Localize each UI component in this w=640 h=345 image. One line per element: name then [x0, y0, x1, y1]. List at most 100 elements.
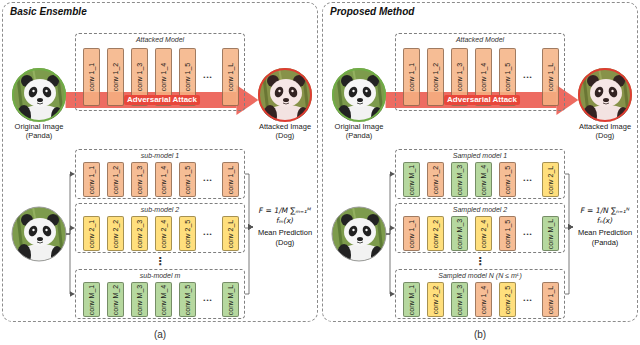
layer-name: conv 2_2: [432, 285, 440, 313]
conv-layer: conv 1_3: [131, 48, 148, 106]
conv-layer: conv 1_2: [107, 48, 124, 106]
noise-tint: [579, 69, 631, 121]
layer-name: conv 1_3: [456, 63, 464, 91]
layer-name: conv 1_5: [504, 165, 512, 193]
model-name: Sampled model 2: [396, 204, 564, 214]
formula-text: F = 1/N ∑ₙ₌₁ᴺ fₙ(x): [573, 206, 637, 226]
prediction-label: Mean Prediction (Panda): [573, 228, 637, 248]
layer-name: conv 1_1: [88, 63, 96, 91]
model-box: sub-model mconv M_1conv M_2conv M_3conv …: [75, 269, 245, 319]
conv-layer: conv 2_4: [475, 216, 492, 251]
panel-frame: Proposed MethodOriginal Image (Panda)Att…: [322, 2, 638, 322]
panda-image: [12, 207, 66, 272]
model-name: Sampled model 1: [396, 150, 564, 160]
conv-layer: conv 1_4: [475, 48, 492, 106]
model-box: Attacked Modelconv 1_1conv 1_2conv 1_3co…: [75, 33, 245, 111]
layer-name: conv 1_2: [432, 165, 440, 193]
panel-frame: Basic EnsembleOriginal Image (Panda)Atta…: [2, 2, 318, 322]
input-arrow: [386, 174, 395, 234]
input-arrow: [66, 228, 75, 234]
image-frame: [332, 207, 386, 261]
formula-block: F = 1/N ∑ₙ₌₁ᴺ fₙ(x)Mean Prediction (Pand…: [573, 206, 637, 248]
image-caption: Original Image (Panda): [6, 122, 72, 140]
conv-layer: conv 1_4: [155, 48, 172, 106]
conv-layer: conv M_3: [451, 282, 468, 317]
panel-caption: (b): [474, 329, 486, 340]
conv-layer: conv 1_3: [451, 48, 468, 106]
input-arrow: [386, 228, 395, 234]
conv-layer: conv 1_2: [427, 48, 444, 106]
conv-layer: conv 2_5: [179, 216, 196, 251]
conv-layer: conv 1_2: [107, 162, 124, 197]
conv-layer: conv 2_4: [155, 216, 172, 251]
ellipsis-mark: •••: [523, 74, 532, 80]
model-name: Attacked Model: [396, 34, 564, 44]
conv-layer: conv 2_L: [222, 216, 239, 251]
layer-name: conv M_4: [480, 164, 488, 194]
layer-name: conv 1_5: [504, 219, 512, 247]
layer-name: conv 1_4: [160, 63, 168, 91]
conv-layer: conv 1_L: [542, 282, 559, 317]
layer-name: conv 1_2: [432, 63, 440, 91]
conv-layer: conv 2_2: [427, 216, 444, 251]
model-box: sub-model 1 conv 1_1 conv 1_2 conv 1_3 conv …: [75, 149, 245, 199]
ellipsis-mark: •••: [523, 231, 532, 237]
layer-name: conv 1_L: [227, 63, 235, 91]
conv-layer: conv 1_3: [131, 162, 148, 197]
conv-layer: conv 1_5: [499, 216, 516, 251]
conv-layer: conv 2_5: [499, 282, 516, 317]
conv-layer: conv M_L: [222, 282, 239, 317]
conv-layer: conv 1_5: [499, 162, 516, 197]
layer-name: conv 1_1: [88, 165, 96, 193]
vertical-ellipsis: ⋮: [155, 255, 166, 268]
model-box: Sampled model 2conv 1_1conv 2_2conv M_3c…: [395, 203, 565, 253]
layer-name: conv M_1: [408, 164, 416, 194]
image-circle: Original Image (Panda): [12, 68, 66, 122]
conv-layer: conv 1_L: [222, 162, 239, 197]
layer-name: conv 1_L: [547, 63, 555, 91]
model-name: sub-model 1: [76, 150, 244, 160]
layer-name: conv 2_3: [136, 219, 144, 247]
conv-layer: conv M_1: [83, 282, 100, 317]
prediction-arrow: [245, 227, 253, 294]
noise-tint: [259, 69, 311, 121]
layer-name: conv 1_5: [184, 63, 192, 91]
conv-layer: conv M_2: [107, 282, 124, 317]
conv-layer: conv 1_4: [155, 162, 172, 197]
conv-layer: conv 2_L: [542, 162, 559, 197]
conv-layer: conv M_1: [403, 282, 420, 317]
model-box: Attacked Model conv 1_1 conv 1_2 conv 1_3 co…: [395, 33, 565, 111]
vertical-ellipsis: ⋮: [475, 255, 486, 268]
conv-layer: conv 2_3: [131, 216, 148, 251]
conv-layer: conv 2_2: [427, 282, 444, 317]
panel-caption: (a): [154, 329, 166, 340]
conv-layer: conv M_L: [542, 216, 559, 251]
ellipsis-mark: •••: [203, 177, 212, 183]
layer-name: conv 2_4: [160, 219, 168, 247]
conv-layer: conv 1_L: [222, 48, 239, 106]
model-name: sub-model m: [76, 270, 244, 280]
layer-name: conv 1_L: [227, 165, 235, 193]
layer-name: conv 1_1: [408, 63, 416, 91]
image-circle: Original Image (Panda): [332, 68, 386, 122]
conv-layer: conv 1_5: [179, 162, 196, 197]
model-name: sub-model 2: [76, 204, 244, 214]
conv-layer: conv M_4: [155, 282, 172, 317]
layer-name: conv 2_5: [184, 219, 192, 247]
layer-name: conv 2_5: [504, 285, 512, 313]
layer-name: conv 1_2: [112, 63, 120, 91]
layer-name: conv 1_3: [136, 63, 144, 91]
conv-layer: conv M_4: [475, 162, 492, 197]
model-box: Sampled model 1conv M_1conv 1_2conv M_3c…: [395, 149, 565, 199]
layer-name: conv 1_1: [408, 219, 416, 247]
input-arrow: [66, 174, 75, 234]
layer-name: conv 1_4: [480, 63, 488, 91]
layer-name: conv 2_4: [480, 219, 488, 247]
prediction-arrow: [565, 174, 573, 227]
prediction-label: Mean Prediction (Dog): [253, 228, 317, 248]
panel-title: Proposed Method: [323, 3, 637, 18]
conv-layer: conv 1_5: [179, 48, 196, 106]
layer-name: conv 1_3: [136, 165, 144, 193]
input-arrow: [386, 234, 395, 294]
